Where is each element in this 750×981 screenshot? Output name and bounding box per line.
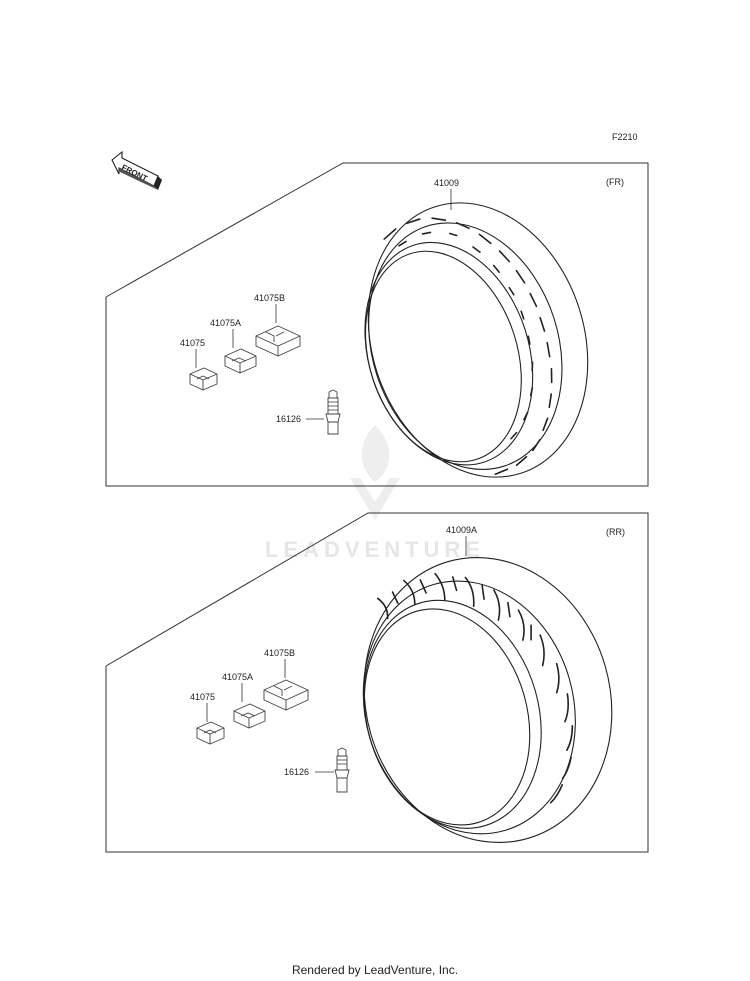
valve-stem-icon <box>334 747 350 793</box>
rear-tire: 41009A <box>362 525 613 843</box>
front-tire-part-number: 41009 <box>434 178 459 188</box>
rear-tire-part-number: 41009A <box>446 525 477 535</box>
flame-logo-icon <box>350 425 400 520</box>
rear-panel-frame <box>105 512 649 853</box>
front-weight-2-part-number: 41075A <box>210 318 241 328</box>
rear-valve: 16126 <box>284 747 350 793</box>
front-weight-3-part-number: 41075B <box>254 293 285 303</box>
page-code: F2210 <box>612 132 638 142</box>
front-tire: 41009 <box>364 178 589 478</box>
watermark-text: LEADVENTURE <box>265 537 485 562</box>
rear-weight-2-part-number: 41075A <box>222 672 253 682</box>
front-weight-1: 41075 <box>180 338 218 391</box>
front-valve: 16126 <box>276 389 341 435</box>
front-weight-2: 41075A <box>210 318 257 374</box>
front-panel: (FR) 41009 41075 41075A 41 <box>105 162 649 487</box>
rear-weight-1: 41075 <box>190 692 225 745</box>
front-position-label: (FR) <box>606 177 624 187</box>
rear-valve-part-number: 16126 <box>284 767 309 777</box>
front-panel-frame <box>105 162 649 487</box>
watermark: LEADVENTURE <box>265 425 485 562</box>
rear-weight-2: 41075A <box>222 672 266 729</box>
valve-stem-icon <box>325 389 341 435</box>
front-arrow-icon: FRONT <box>111 150 162 190</box>
front-weight-3: 41075B <box>254 293 301 357</box>
rear-position-label: (RR) <box>606 527 625 537</box>
front-valve-part-number: 16126 <box>276 414 301 424</box>
rear-weight-1-part-number: 41075 <box>190 692 215 702</box>
rear-weight-3-part-number: 41075B <box>264 648 295 658</box>
footer-credit: Rendered by LeadVenture, Inc. <box>291 963 459 977</box>
front-weight-1-part-number: 41075 <box>180 338 205 348</box>
rear-weight-3: 41075B <box>263 648 309 711</box>
rear-panel: (RR) 41009A 41075 41075A 4 <box>105 512 649 853</box>
